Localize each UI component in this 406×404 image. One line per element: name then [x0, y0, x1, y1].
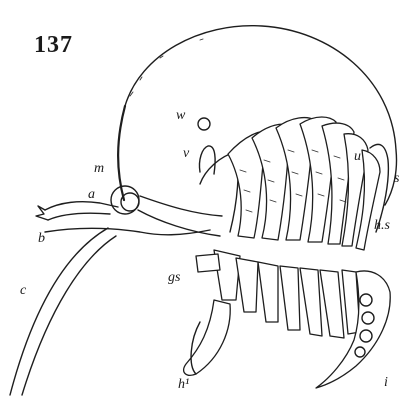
gs-piece: [196, 254, 220, 272]
label-s: s: [394, 172, 399, 186]
label-u: u: [354, 150, 361, 164]
w-spot: [198, 118, 210, 130]
eye-inner: [121, 193, 139, 211]
figure-number: 137: [34, 32, 73, 59]
label-gs: gs: [168, 271, 180, 285]
thoracic-segments: [228, 117, 380, 250]
label-m: m: [94, 162, 104, 176]
yolk-sac-stipple: [130, 39, 203, 96]
antenna-c-long-inner: [22, 236, 116, 395]
v-appendage: [199, 146, 215, 174]
label-v: v: [183, 147, 189, 161]
label-w: w: [176, 109, 185, 123]
antenna-c-long: [10, 228, 108, 395]
label-b: b: [38, 232, 45, 246]
antenna-b: [45, 202, 118, 220]
claw-h1: [184, 300, 231, 375]
walking-legs: [214, 250, 360, 338]
label-a: a: [88, 188, 95, 202]
label-hs: h.s: [374, 219, 390, 233]
label-i: i: [384, 376, 388, 390]
label-c: c: [20, 284, 26, 298]
label-h1: h¹: [178, 378, 189, 392]
antenna-b-tip: [36, 206, 48, 220]
